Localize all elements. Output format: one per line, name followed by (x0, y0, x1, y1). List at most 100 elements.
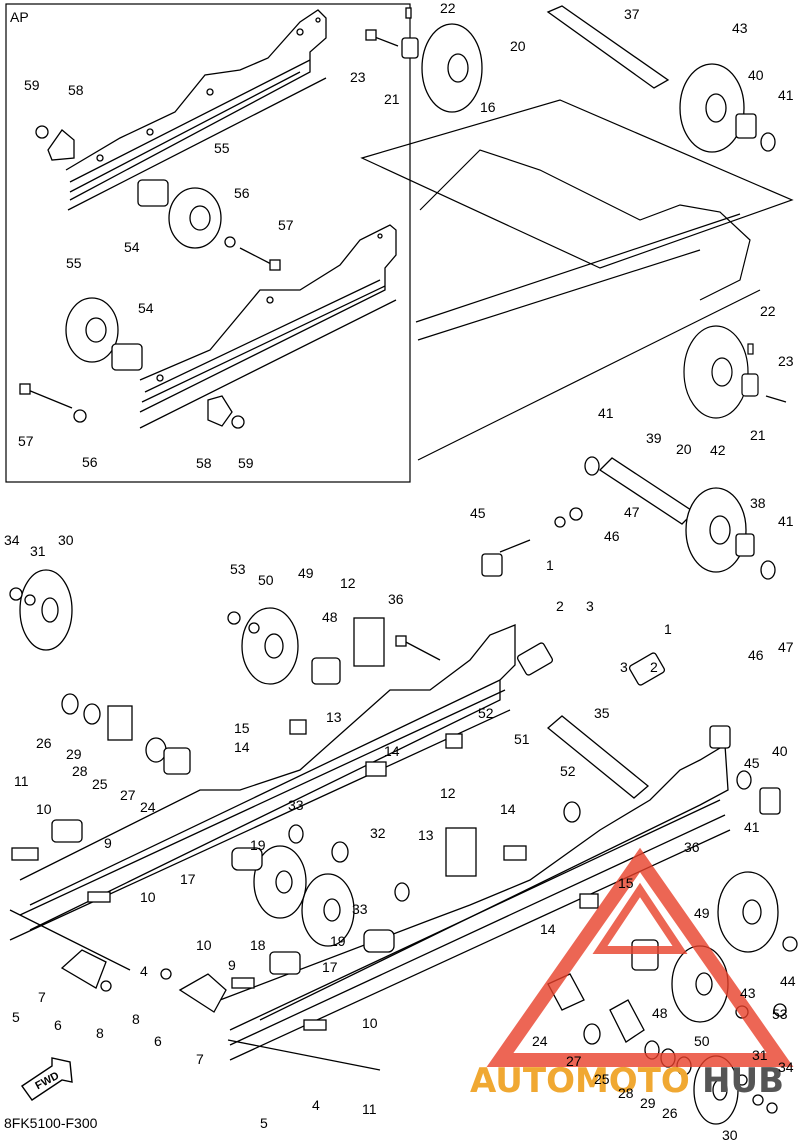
callout: 28 (618, 1085, 634, 1101)
callout: 52 (478, 705, 494, 721)
callout: 53 (230, 561, 246, 577)
callout: 6 (54, 1017, 62, 1033)
callout: 24 (532, 1033, 548, 1049)
callout: 43 (732, 20, 748, 36)
callout: 10 (36, 801, 52, 817)
callout: 58 (68, 82, 84, 98)
callout: 58 (196, 455, 212, 471)
callout: 43 (740, 985, 756, 1001)
callout: 46 (748, 647, 764, 663)
callout: 19 (250, 837, 266, 853)
callout: 57 (18, 433, 34, 449)
callout: 10 (362, 1015, 378, 1031)
callout: 13 (418, 827, 434, 843)
callout: 46 (604, 528, 620, 544)
callout: 20 (510, 38, 526, 54)
callout: 22 (440, 0, 456, 16)
callout: 6 (154, 1033, 162, 1049)
callout: 34 (4, 532, 20, 548)
callout: 41 (778, 87, 794, 103)
callout: 53 (772, 1006, 788, 1022)
callout: 10 (196, 937, 212, 953)
callout: 5 (12, 1009, 20, 1025)
callout: 4 (140, 963, 148, 979)
callout: 10 (140, 889, 156, 905)
callout: 54 (124, 239, 140, 255)
callout: 23 (350, 69, 366, 85)
callout: 9 (228, 957, 236, 973)
callout: 1 (664, 621, 672, 637)
callout: 33 (352, 901, 368, 917)
callout: 52 (560, 763, 576, 779)
callout: 31 (752, 1047, 768, 1063)
inset-title: AP (10, 9, 29, 25)
callout: 22 (760, 303, 776, 319)
callout: 28 (72, 763, 88, 779)
callout: 50 (258, 572, 274, 588)
callout-labels: 22 23 21 20 37 43 40 41 16 22 23 21 20 5… (4, 0, 796, 1142)
callout: 34 (778, 1059, 794, 1075)
callout: 51 (514, 731, 530, 747)
callout: 39 (646, 430, 662, 446)
callout: 27 (566, 1053, 582, 1069)
callout: 11 (362, 1101, 377, 1117)
inset-ap (5, 3, 411, 483)
callout: 56 (234, 185, 250, 201)
callout: 41 (598, 405, 614, 421)
callout: 12 (340, 575, 356, 591)
inset-parts (19, 125, 281, 429)
callout: 31 (30, 543, 46, 559)
callout: 30 (58, 532, 74, 548)
callout: 40 (748, 67, 764, 83)
callout: 41 (778, 513, 794, 529)
callout: 47 (624, 504, 640, 520)
callout: 21 (384, 91, 400, 107)
callout: 36 (388, 591, 404, 607)
callout: 8 (96, 1025, 104, 1041)
callout: 25 (92, 776, 108, 792)
mid-shaft-group (9, 456, 776, 685)
callout: 54 (138, 300, 154, 316)
callout: 45 (744, 755, 760, 771)
watermark-triangle-icon (486, 847, 794, 1067)
callout: 33 (288, 797, 304, 813)
callout: 55 (66, 255, 82, 271)
callout: 14 (384, 743, 400, 759)
callout: 17 (180, 871, 196, 887)
callout: 26 (662, 1105, 678, 1121)
callout: 37 (624, 6, 640, 22)
track-frame (360, 99, 794, 461)
callout: 57 (278, 217, 294, 233)
figure-code: 8FK5100-F300 (4, 1115, 98, 1131)
callout: 14 (500, 801, 516, 817)
callout: 49 (298, 565, 314, 581)
callout: 27 (120, 787, 136, 803)
callout: 29 (66, 746, 82, 762)
callout: 24 (140, 799, 156, 815)
callout: 2 (650, 659, 658, 675)
callout: 44 (780, 973, 796, 989)
callout: 20 (676, 441, 692, 457)
callout: 49 (694, 905, 710, 921)
callout: 29 (640, 1095, 656, 1111)
callout: 40 (772, 743, 788, 759)
callout: 35 (594, 705, 610, 721)
callout: 30 (722, 1127, 738, 1142)
callout: 48 (322, 609, 338, 625)
callout: 45 (470, 505, 486, 521)
callout: 50 (694, 1033, 710, 1049)
callout: 23 (778, 353, 794, 369)
callout: 56 (82, 454, 98, 470)
callout: 36 (684, 839, 700, 855)
mid-parts (61, 642, 781, 953)
callout: 55 (214, 140, 230, 156)
callout: 3 (620, 659, 628, 675)
callout: 17 (322, 959, 338, 975)
callout: 25 (594, 1071, 610, 1087)
inset-rail-lower (139, 224, 397, 429)
callout: 14 (540, 921, 556, 937)
callout: 38 (750, 495, 766, 511)
callout: 59 (24, 77, 40, 93)
callout: 4 (312, 1097, 320, 1113)
